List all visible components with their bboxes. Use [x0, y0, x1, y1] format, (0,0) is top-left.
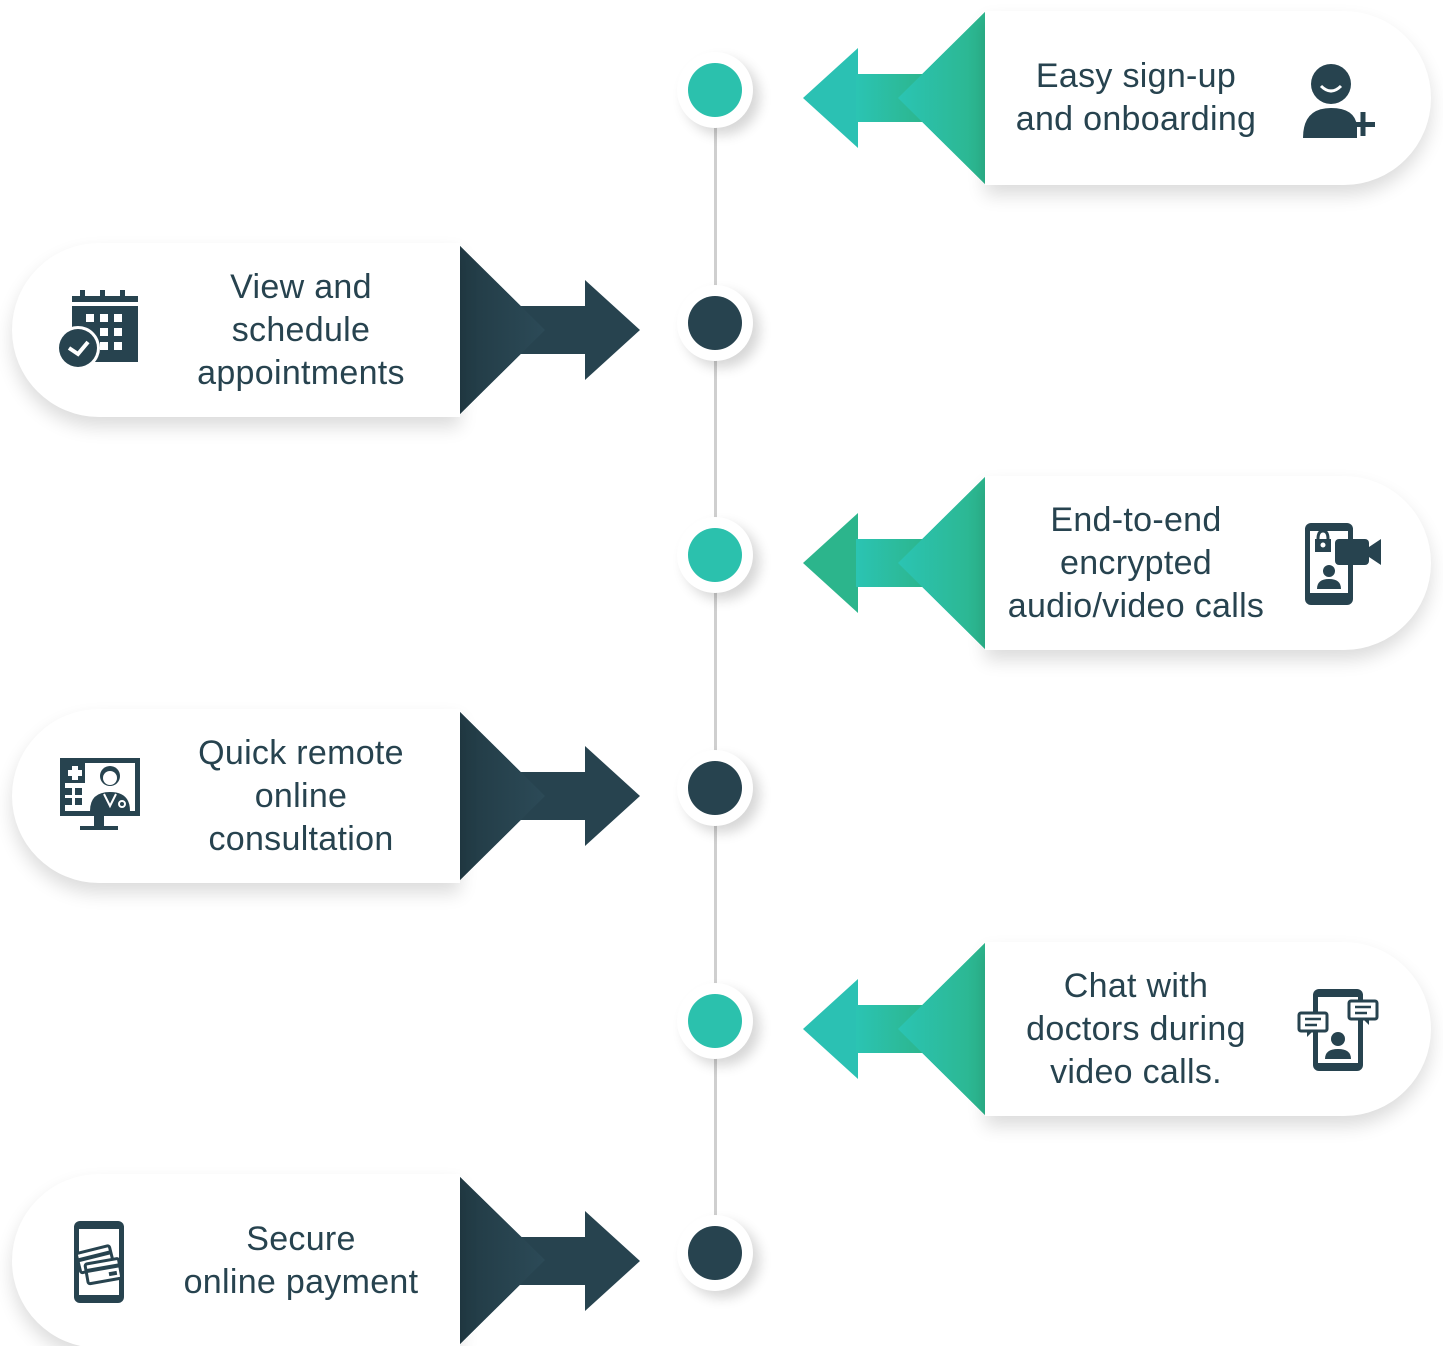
- step-label-line: encrypted: [1059, 543, 1212, 582]
- step-label-line: schedule: [231, 310, 371, 349]
- step-label-line: Secure: [246, 1220, 356, 1258]
- step-card-payment: Secure online payment: [12, 1174, 460, 1346]
- step-card-encrypted-calls: End-to-end encrypted audio/video calls: [985, 476, 1431, 650]
- timeline-node: [677, 285, 753, 361]
- step-label-line: and onboarding: [1015, 100, 1257, 138]
- step-label: End-to-end encrypted audio/video calls: [985, 476, 1287, 650]
- step-label-line: View and: [230, 267, 372, 306]
- step-label-line: audio/video calls: [1007, 586, 1265, 625]
- step-card-appointments: View and schedule appointments: [12, 243, 460, 417]
- timeline-node: [677, 1215, 753, 1291]
- timeline-node-dot: [688, 296, 742, 350]
- step-card-signup: Easy sign-up and onboarding: [985, 11, 1431, 185]
- phone-chat-icon: [1297, 989, 1379, 1071]
- step-label: Secure online payment: [170, 1174, 432, 1346]
- step-label-line: online payment: [183, 1263, 419, 1301]
- timeline-node: [677, 52, 753, 128]
- step-label-line: Easy sign-up: [1035, 57, 1237, 95]
- doctor-monitor-icon: [60, 758, 140, 830]
- secure-video-call-icon: [1305, 523, 1381, 605]
- user-add-icon: [1303, 64, 1375, 138]
- step-label: Easy sign-up and onboarding: [985, 11, 1287, 185]
- step-label: Quick remote online consultation: [170, 709, 432, 883]
- step-card-chat: Chat with doctors during video calls.: [985, 942, 1431, 1116]
- timeline-node-dot: [688, 994, 742, 1048]
- step-label-line: online: [254, 776, 348, 815]
- step-label-line: doctors during: [1026, 1009, 1246, 1048]
- calendar-clock-icon: [56, 290, 138, 370]
- timeline-node: [677, 750, 753, 826]
- step-label-line: Quick remote: [198, 733, 404, 772]
- timeline-node-dot: [688, 63, 742, 117]
- step-label-line: Chat with: [1063, 966, 1209, 1005]
- timeline-node-dot: [688, 528, 742, 582]
- timeline-node: [677, 517, 753, 593]
- step-label: View and schedule appointments: [170, 243, 432, 417]
- timeline-node: [677, 983, 753, 1059]
- timeline-node-dot: [688, 761, 742, 815]
- step-label-line: consultation: [208, 819, 394, 858]
- phone-payment-icon: [74, 1221, 124, 1303]
- step-card-consultation: Quick remote online consultation: [12, 709, 460, 883]
- step-label: Chat with doctors during video calls.: [985, 942, 1287, 1116]
- step-label-line: appointments: [197, 353, 405, 392]
- timeline-line: [714, 90, 717, 1250]
- step-label-line: End-to-end: [1050, 500, 1222, 539]
- timeline-node-dot: [688, 1226, 742, 1280]
- step-label-line: video calls.: [1050, 1052, 1222, 1091]
